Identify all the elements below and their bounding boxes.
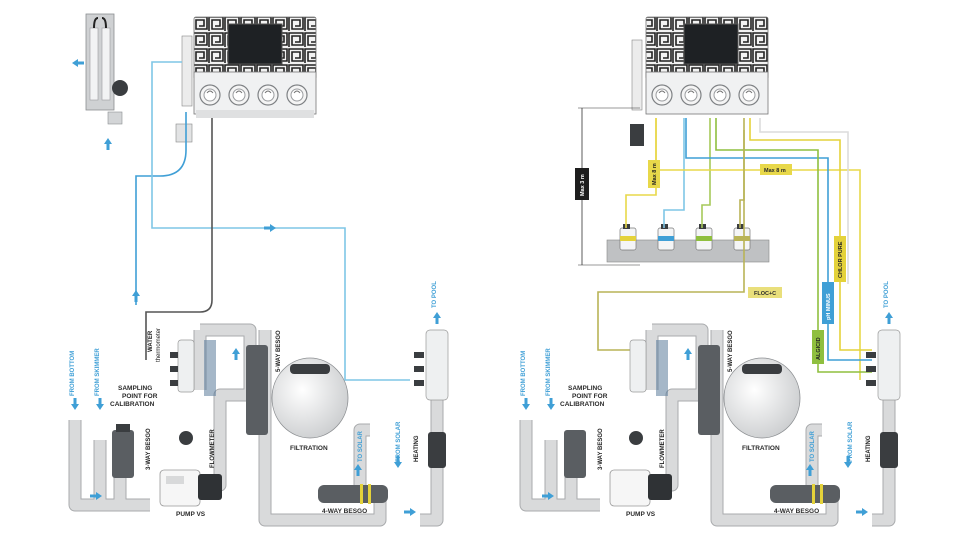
label-thermometer: thermometer: [156, 328, 162, 362]
thermometer-cable: [145, 118, 213, 360]
probe-holder: [72, 13, 128, 150]
label-pump: PUMP VS: [176, 511, 206, 518]
label-flowmeter-r: FLOWMETER: [660, 429, 666, 468]
dosing-controller-right: [630, 16, 769, 146]
tag-ph: pH MINUS: [822, 282, 834, 324]
svg-text:Max 8 m: Max 8 m: [764, 168, 786, 174]
label-filtration: FILTRATION: [290, 445, 328, 452]
tag-floc: FLOC+C: [748, 287, 782, 298]
five-way-valve: [246, 345, 268, 435]
left-diagram: FROM BOTTOM FROM SKIMMER SAMPLING POINT …: [68, 13, 449, 527]
heating-unit: [428, 432, 446, 468]
label-pump-r: PUMP VS: [626, 511, 656, 518]
tag-algicid: ALGICID: [812, 330, 824, 364]
pump-vs: [159, 469, 222, 507]
chemical-canisters: [606, 223, 770, 263]
label-filtration-r: FILTRATION: [742, 445, 780, 452]
label-from-bottom-r: FROM BOTTOM: [521, 351, 527, 396]
flowmeter: [179, 431, 193, 445]
dosing-controller-left: [175, 16, 317, 143]
right-diagram: Max 3 m: [519, 16, 901, 527]
label-flowmeter: FLOWMETER: [210, 429, 216, 468]
label-sampling-1: SAMPLING: [118, 385, 152, 392]
svg-text:pH MINUS: pH MINUS: [826, 293, 832, 320]
label-four-way-r: 4-WAY BESGO: [774, 508, 819, 515]
svg-text:FLOC+C: FLOC+C: [754, 291, 776, 297]
label-sampling-r1: SAMPLING: [568, 385, 602, 392]
svg-text:Max 3 m: Max 3 m: [580, 174, 586, 196]
four-way-valve: [318, 485, 388, 503]
filtration-tank: [271, 357, 349, 439]
tag-max3: Max 3 m: [575, 168, 589, 200]
label-from-skimmer: FROM SKIMMER: [95, 348, 101, 396]
sensor-cable-blue: [135, 112, 187, 305]
label-sampling-2: POINT FOR: [122, 393, 158, 400]
label-five-way: 5-WAY BESGO: [276, 330, 282, 372]
label-water: WATER: [148, 330, 154, 352]
label-sampling-3: CALIBRATION: [110, 401, 155, 408]
label-to-solar-r: TO SOLAR: [810, 430, 816, 462]
label-from-skimmer-r: FROM SKIMMER: [546, 348, 552, 396]
label-sampling-r3: CALIBRATION: [560, 401, 605, 408]
label-three-way: 3-WAY BESGO: [146, 428, 152, 470]
pipe-network-right: [519, 323, 896, 527]
svg-text:Max 8 m: Max 8 m: [652, 163, 658, 185]
label-four-way: 4-WAY BESGO: [322, 508, 367, 515]
tag-max8-a: Max 8 m: [648, 160, 660, 188]
svg-text:CHLOR PURE: CHLOR PURE: [838, 241, 844, 278]
label-to-pool-r: TO POOL: [884, 281, 890, 308]
svg-text:ALGICID: ALGICID: [816, 337, 822, 360]
sampling-block: [177, 339, 195, 393]
label-from-solar: FROM SOLAR: [396, 421, 402, 462]
pipe-network-left: [68, 323, 444, 527]
label-three-way-r: 3-WAY BESGO: [598, 428, 604, 470]
pool-return-block: [425, 329, 449, 401]
tag-chlor: CHLOR PURE: [834, 236, 846, 282]
tag-max8-b: Max 8 m: [760, 164, 792, 175]
label-sampling-r2: POINT FOR: [572, 393, 608, 400]
sensor-cable-light: [151, 61, 410, 381]
label-heating: HEATING: [414, 435, 420, 462]
label-heating-r: HEATING: [866, 435, 872, 462]
label-from-bottom: FROM BOTTOM: [70, 351, 76, 396]
label-to-pool: TO POOL: [432, 281, 438, 308]
label-five-way-r: 5-WAY BESGO: [728, 330, 734, 372]
label-from-solar-r: FROM SOLAR: [848, 421, 854, 462]
three-way-valve: [112, 430, 134, 478]
label-to-solar: TO SOLAR: [358, 430, 364, 462]
